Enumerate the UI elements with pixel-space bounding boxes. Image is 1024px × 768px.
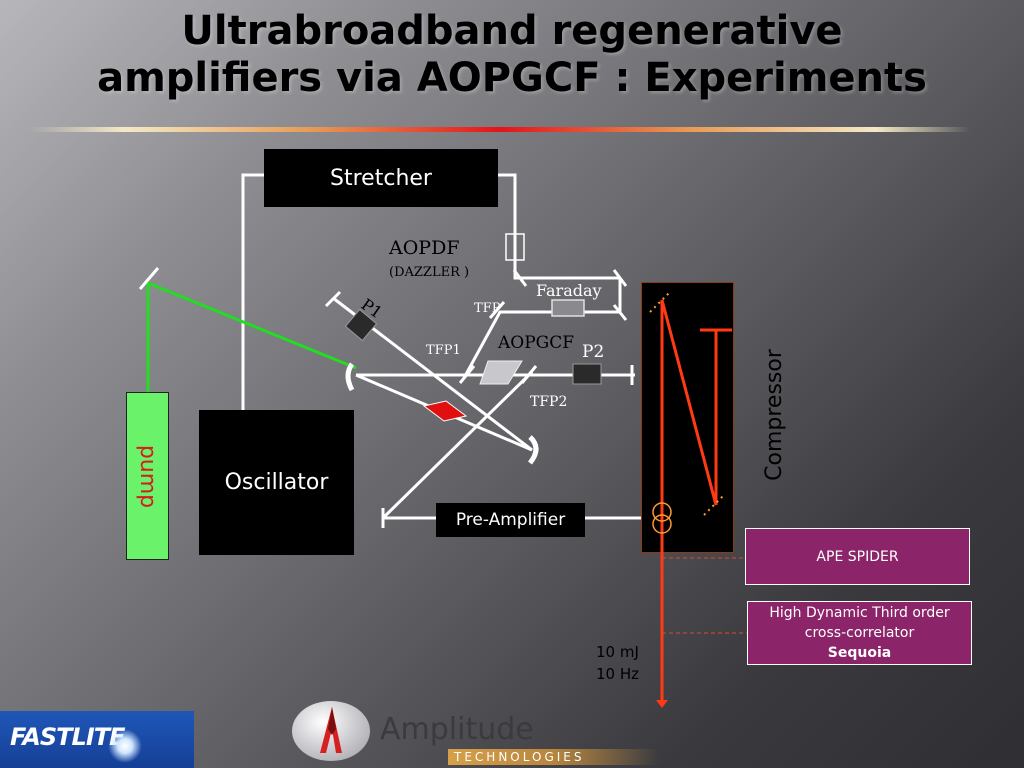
pickoff-lines: [662, 557, 747, 634]
tfp2-polarizer: [520, 365, 538, 384]
oscillator-label: Oscillator: [224, 470, 329, 495]
amplitude-logo-text: Amplitude: [380, 712, 534, 747]
pump-laser-box: pump: [126, 392, 169, 560]
end-mirrors: [138, 267, 634, 528]
tfp1-polarizer: [458, 365, 476, 384]
pump-mirror: [138, 267, 160, 290]
aopdf-label: AOPDF: [388, 237, 460, 259]
ape-spider-label: APE SPIDER: [816, 548, 899, 565]
p1-end-mirror: [324, 290, 342, 308]
fastlite-glow-icon: [108, 729, 142, 763]
oscillator-box: Oscillator: [199, 410, 354, 555]
tfp-polarizer: [488, 301, 506, 319]
dazzler-label: (DAZZLER ): [389, 265, 469, 280]
p1-pockels-cell: [344, 308, 378, 342]
tfp2-label: TFP2: [530, 394, 567, 410]
fastlite-logo: FASTLITE: [0, 711, 194, 768]
faraday-isolator: [551, 299, 585, 317]
title-line-2: amplifiers via AOPGCF : Experiments: [97, 55, 927, 101]
pre-amplifier-label: Pre-Amplifier: [455, 510, 566, 530]
stretcher-box: Stretcher: [264, 149, 498, 207]
curved-mirror-left: [345, 362, 355, 392]
output-energy: 10 mJ: [596, 643, 639, 661]
technologies-text: TECHNOLOGIES: [454, 750, 585, 764]
compressor-diagonal-beam: [660, 299, 718, 506]
output-couplers: [652, 502, 672, 534]
output-specs: 10 mJ 10 Hz: [596, 641, 639, 685]
pump-beam: [146, 281, 357, 392]
sequoia-box: High Dynamic Third order cross-correlato…: [747, 601, 972, 665]
title-line-1: Ultrabroadband regenerative: [181, 8, 843, 54]
oscillator-to-stretcher-beam: [241, 173, 264, 410]
ape-spider-box: APE SPIDER: [745, 528, 970, 585]
faraday-mirror-right: [612, 269, 628, 287]
compressor-label: Compressor: [762, 349, 787, 481]
aopgcf-label: AOPGCF: [497, 333, 574, 353]
optic-labels: AOPDF (DAZZLER ) TFP P1 TFP1 AOPGCF P2 T…: [358, 237, 605, 410]
gain-crystal: [422, 400, 468, 422]
aopgcf-crystal: [479, 360, 523, 385]
compressor-box: [641, 282, 734, 553]
faraday-mirror-lower: [612, 304, 628, 321]
technologies-bar: TECHNOLOGIES: [448, 749, 658, 765]
tfp-label: TFP: [474, 301, 501, 316]
cavity-output-beam: [381, 370, 534, 520]
sequoia-line-2: cross-correlator: [804, 625, 915, 641]
tfp1-label: TFP1: [426, 343, 461, 358]
stretcher-label: Stretcher: [330, 165, 432, 191]
output-arrowhead: [656, 700, 668, 708]
title-underline: [30, 127, 970, 132]
amplitude-logo-icon: [292, 701, 370, 761]
sequoia-line-3: Sequoia: [827, 645, 892, 661]
faraday-mirror-left: [512, 269, 528, 287]
fastlite-logo-text: FASTLITE: [10, 723, 126, 751]
curved-mirror-right: [527, 435, 539, 465]
thin-film-polarizers: [458, 301, 538, 384]
aopdf-cell: [505, 233, 525, 261]
p2-label: P2: [582, 342, 604, 362]
stretcher-to-faraday-beam: [498, 173, 620, 280]
p2-pockels-cell: [572, 363, 602, 385]
output-rate: 10 Hz: [596, 665, 640, 683]
pre-amplifier-box: Pre-Amplifier: [436, 503, 585, 537]
faraday-label: Faraday: [536, 281, 602, 300]
slide-title: Ultrabroadband regenerative amplifiers v…: [0, 8, 1024, 102]
sequoia-line-1: High Dynamic Third order: [769, 605, 950, 621]
grating-1: [649, 291, 671, 313]
